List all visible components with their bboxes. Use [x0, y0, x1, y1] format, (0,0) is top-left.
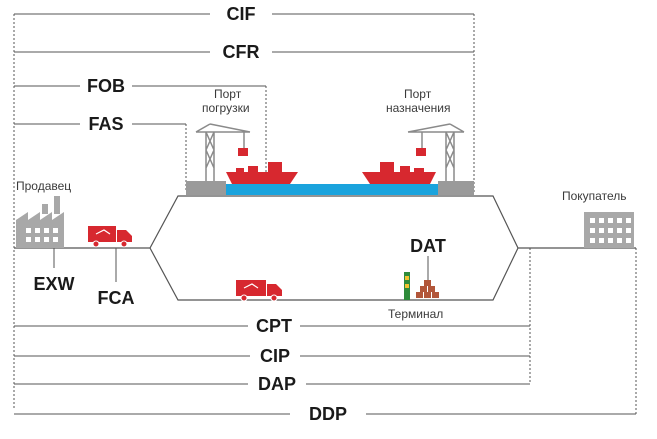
term-dap: DAP	[258, 374, 296, 394]
term-dat: DAT	[410, 236, 446, 256]
crane-icon	[407, 123, 465, 181]
term-fob: FOB	[87, 76, 125, 96]
label-port-loading-1: Порт	[214, 87, 242, 101]
term-fca: FCA	[98, 288, 135, 308]
term-ddp: DDP	[309, 404, 347, 424]
term-cfr: CFR	[223, 42, 260, 62]
route-outline	[14, 195, 636, 301]
terminal-icon	[404, 272, 439, 300]
factory-icon	[16, 196, 64, 248]
port-loading-dock	[186, 181, 226, 195]
label-buyer: Покупатель	[562, 189, 626, 203]
term-exw: EXW	[33, 274, 74, 294]
label-port-loading-2: погрузки	[202, 101, 250, 115]
water	[226, 184, 438, 195]
term-cip: CIP	[260, 346, 290, 366]
truck-icon	[88, 226, 132, 248]
term-cpt: CPT	[256, 316, 292, 336]
ship-icon	[362, 162, 436, 184]
ship-icon	[226, 162, 298, 184]
crane-icon	[195, 123, 251, 181]
label-seller: Продавец	[16, 179, 71, 193]
term-cif: CIF	[227, 4, 256, 24]
label-port-dest-1: Порт	[404, 87, 432, 101]
truck-icon	[236, 280, 282, 302]
label-port-dest-2: назначения	[386, 101, 450, 115]
warehouse-icon	[584, 212, 634, 248]
term-fas: FAS	[88, 114, 123, 134]
label-terminal: Терминал	[388, 307, 443, 321]
port-dest-dock	[438, 181, 474, 195]
